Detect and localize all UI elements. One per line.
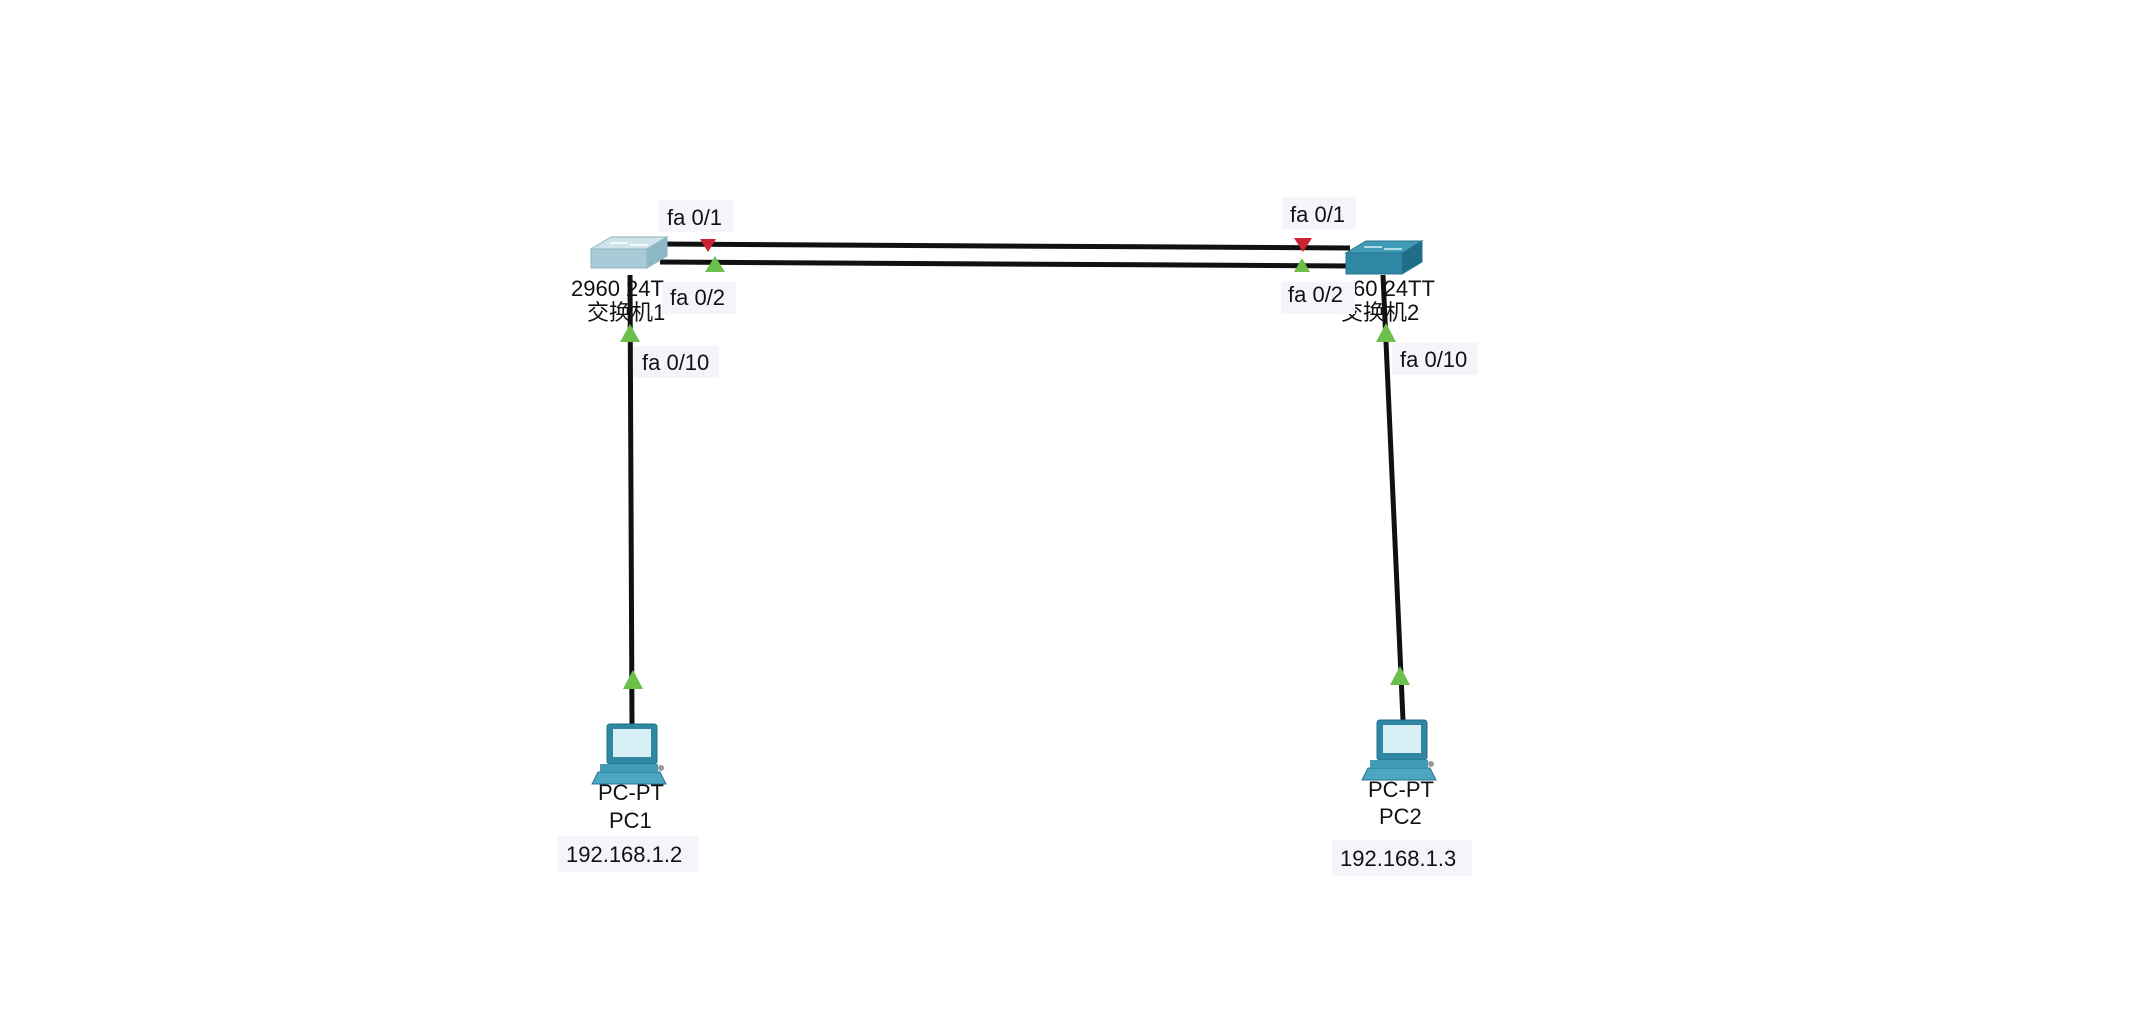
port-up-indicator-sw2-fa010 <box>1376 323 1396 342</box>
pc-2[interactable]: PC-PT PC2 <box>1361 719 1437 829</box>
switch-icon <box>589 236 669 269</box>
port-label-sw2-fa010: fa 0/10 <box>1400 347 1467 372</box>
port-down-indicator-sw1-fa01 <box>700 239 716 252</box>
port-up-indicator-sw2-fa02 <box>1294 258 1310 272</box>
pc-2-model-label: PC-PT <box>1368 777 1434 802</box>
port-labels: fa 0/1 fa 0/2 fa 0/10 fa 0/1 fa 0/2 fa 0… <box>633 197 1478 378</box>
port-up-indicator-sw1-fa02 <box>705 256 725 272</box>
pc-2-ip-label: 192.168.1.3 <box>1340 846 1456 871</box>
cable-pc1[interactable] <box>627 274 635 726</box>
link-status-indicators <box>620 238 1410 689</box>
port-label-sw1-fa02: fa 0/2 <box>670 285 725 310</box>
pc-1[interactable]: PC-PT PC1 <box>591 723 667 833</box>
cable-pc2[interactable] <box>1380 274 1406 721</box>
pc-1-ip-label: 192.168.1.2 <box>566 842 682 867</box>
port-label-sw1-fa01: fa 0/1 <box>667 205 722 230</box>
cable-fa01[interactable] <box>659 241 1351 251</box>
port-up-indicator-pc2 <box>1390 666 1410 685</box>
cable-fa02[interactable] <box>659 259 1351 269</box>
ip-labels: 192.168.1.2 192.168.1.3 <box>558 836 1472 876</box>
pc-1-model-label: PC-PT <box>598 780 664 805</box>
port-up-indicator-sw1-fa010 <box>620 324 640 342</box>
switch-2-model-label: 60 24TT <box>1353 276 1435 301</box>
port-label-sw2-fa01: fa 0/1 <box>1290 202 1345 227</box>
port-down-indicator-sw2-fa01 <box>1294 238 1312 252</box>
pc-2-name-label: PC2 <box>1379 804 1422 829</box>
port-label-sw2-fa02: fa 0/2 <box>1288 282 1343 307</box>
switch-2[interactable]: 60 24TT 交换机2 <box>1341 240 1435 325</box>
pc-icon <box>1361 719 1437 781</box>
switch-1-name-label: 交换机1 <box>587 300 665 325</box>
cables <box>627 241 1406 726</box>
switch-1[interactable]: 2960 24T 交换机1 <box>571 236 669 325</box>
pc-icon <box>591 723 667 785</box>
port-label-sw1-fa010: fa 0/10 <box>642 350 709 375</box>
pc-1-name-label: PC1 <box>609 808 652 833</box>
port-up-indicator-pc1 <box>623 670 643 689</box>
switch-icon <box>1344 240 1424 275</box>
switch-1-model-label: 2960 24T <box>571 276 664 301</box>
